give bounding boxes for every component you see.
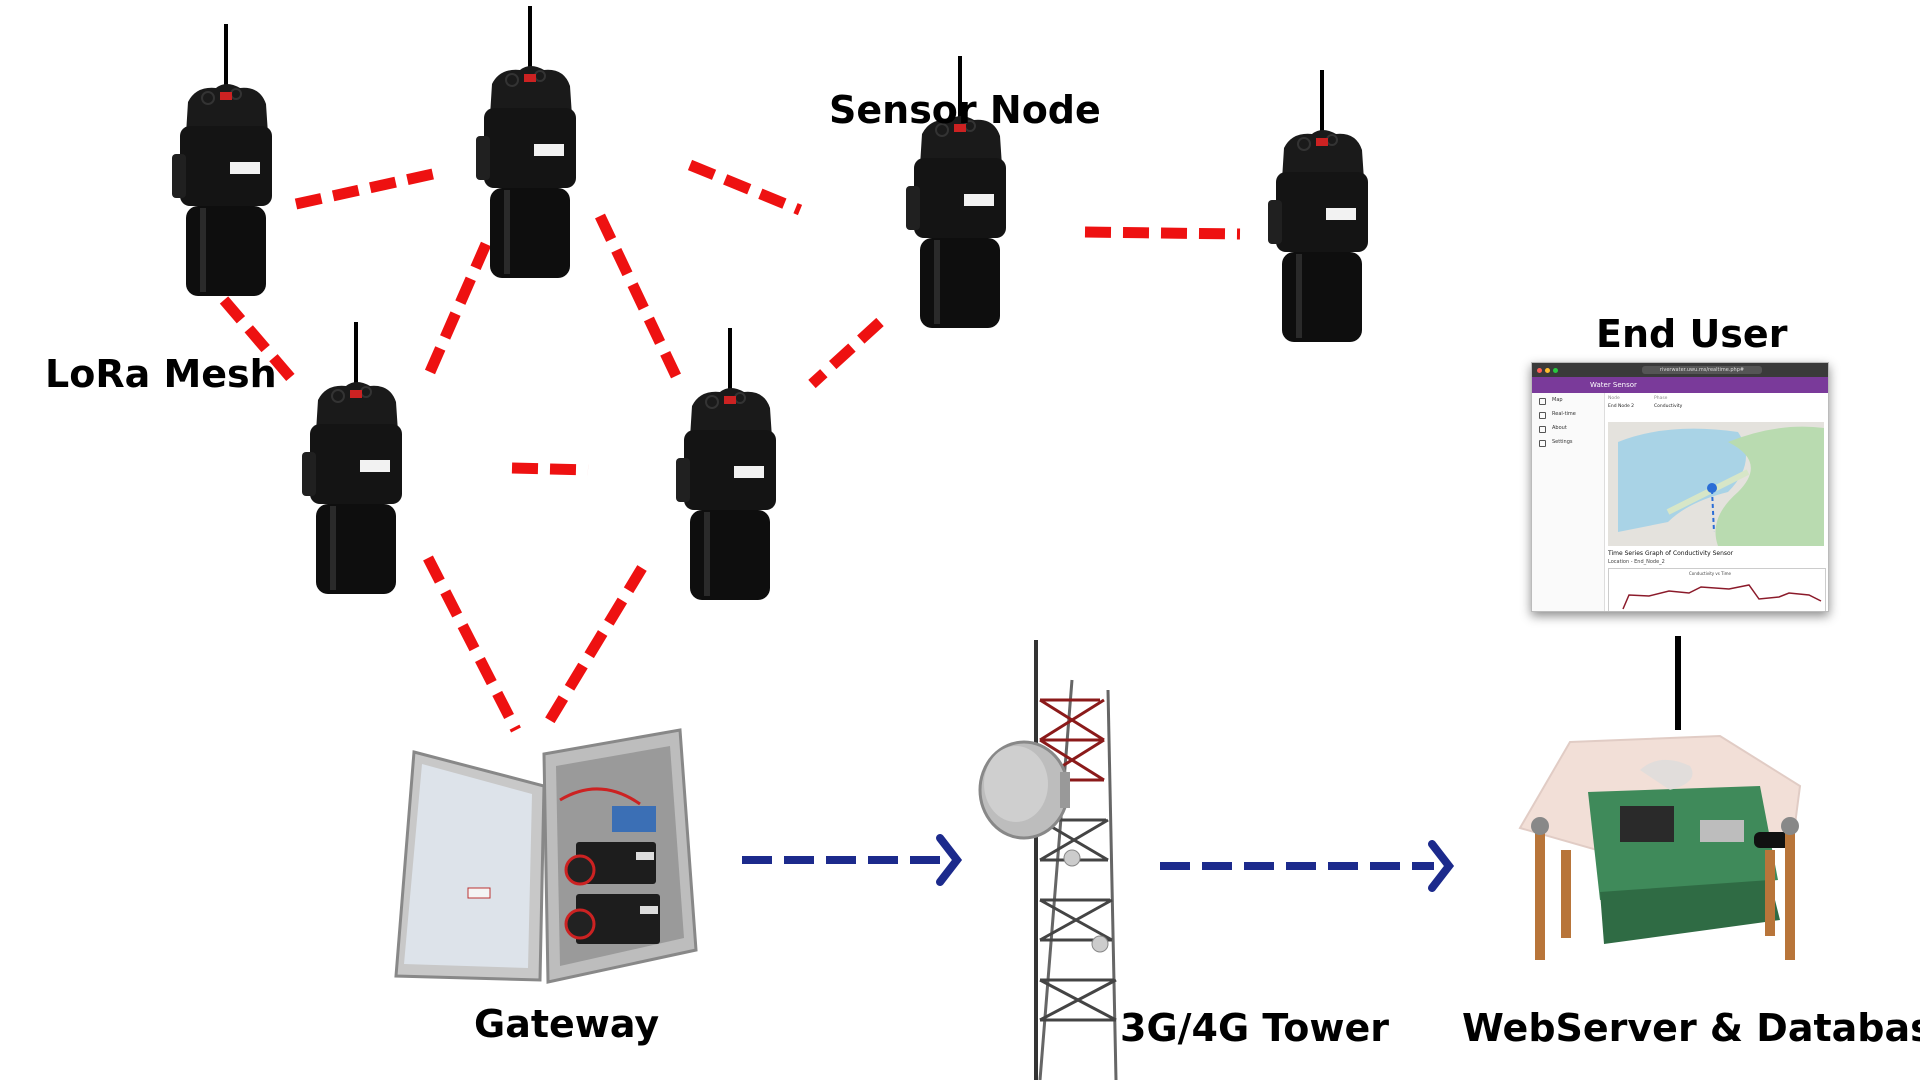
- node-select: End Node 2: [1608, 404, 1635, 409]
- nav-item-map: Map: [1532, 393, 1604, 407]
- app-header: Water Sensor: [1532, 377, 1828, 393]
- nav-item-about: About: [1532, 421, 1604, 435]
- gear-icon: [1539, 440, 1546, 447]
- chart-title: Conductivity vs Time: [1689, 571, 1731, 576]
- node-field-label: Node: [1608, 396, 1620, 401]
- conductivity-chart: Conductivity vs Time: [1608, 568, 1826, 611]
- tower-dish: [978, 740, 1109, 953]
- link-node2-node3: [687, 159, 803, 216]
- app-main: Node End Node 2 Phase Conductivity Time …: [1608, 396, 1826, 611]
- link-node1-node5: [219, 296, 301, 388]
- map-marker-icon: [1707, 483, 1717, 493]
- arrowhead-tower: [936, 834, 963, 886]
- sensor-node-2: [474, 4, 578, 280]
- link-node6-gateway: [539, 565, 647, 733]
- sensor-node-5: [300, 320, 404, 596]
- arrowheads: [936, 834, 1455, 892]
- conductivity-series-line: [1622, 584, 1822, 610]
- label-gateway: Gateway: [474, 1002, 660, 1046]
- gateway-enclosure: [394, 728, 698, 984]
- map-view: [1608, 422, 1824, 546]
- label-tower: 3G/4G Tower: [1120, 1006, 1389, 1050]
- map-icon: [1539, 398, 1546, 405]
- phase-select: Conductivity: [1654, 404, 1683, 409]
- cellular-links: [742, 856, 1434, 870]
- browser-tab-bar: riverwater.uwu.ms/realtime.php#: [1532, 363, 1828, 377]
- arrowhead-server: [1428, 840, 1455, 892]
- label-sensor-node: Sensor Node: [829, 88, 1101, 132]
- link-node5-node6: [511, 462, 589, 476]
- label-end-user: End User: [1596, 312, 1788, 356]
- nav-item-settings: Settings: [1532, 435, 1604, 449]
- label-lora-mesh: LoRa Mesh: [45, 352, 277, 396]
- browser-url: riverwater.uwu.ms/realtime.php#: [1642, 366, 1762, 374]
- app-sidebar: Map Real-time About Settings: [1532, 393, 1605, 611]
- link-node2-node6: [595, 213, 681, 379]
- nav-item-realtime: Real-time: [1532, 407, 1604, 421]
- app-title: Water Sensor: [1590, 381, 1637, 389]
- phase-field-label: Phase: [1654, 396, 1668, 401]
- sensor-node-4: [1266, 68, 1370, 344]
- sensor-node-1: [170, 22, 274, 298]
- end-user-dashboard-screenshot: riverwater.uwu.ms/realtime.php# Water Se…: [1531, 362, 1829, 612]
- sensor-node-6: [674, 326, 778, 602]
- graph-title: Time Series Graph of Conductivity Sensor: [1608, 550, 1734, 557]
- clock-icon: [1539, 412, 1546, 419]
- label-webserver: WebServer & Database: [1462, 1006, 1920, 1050]
- link-node5-gateway: [423, 555, 521, 733]
- link-node2-node5: [424, 241, 492, 375]
- link-node1-node2: [294, 168, 435, 210]
- info-icon: [1539, 426, 1546, 433]
- link-node3-node4: [1084, 226, 1241, 240]
- lora-mesh-links: [219, 159, 1241, 733]
- location-label: Location - End_Node_2: [1608, 559, 1665, 565]
- link-node3-node6: [808, 317, 884, 389]
- raspberry-pi-server: [1518, 734, 1802, 960]
